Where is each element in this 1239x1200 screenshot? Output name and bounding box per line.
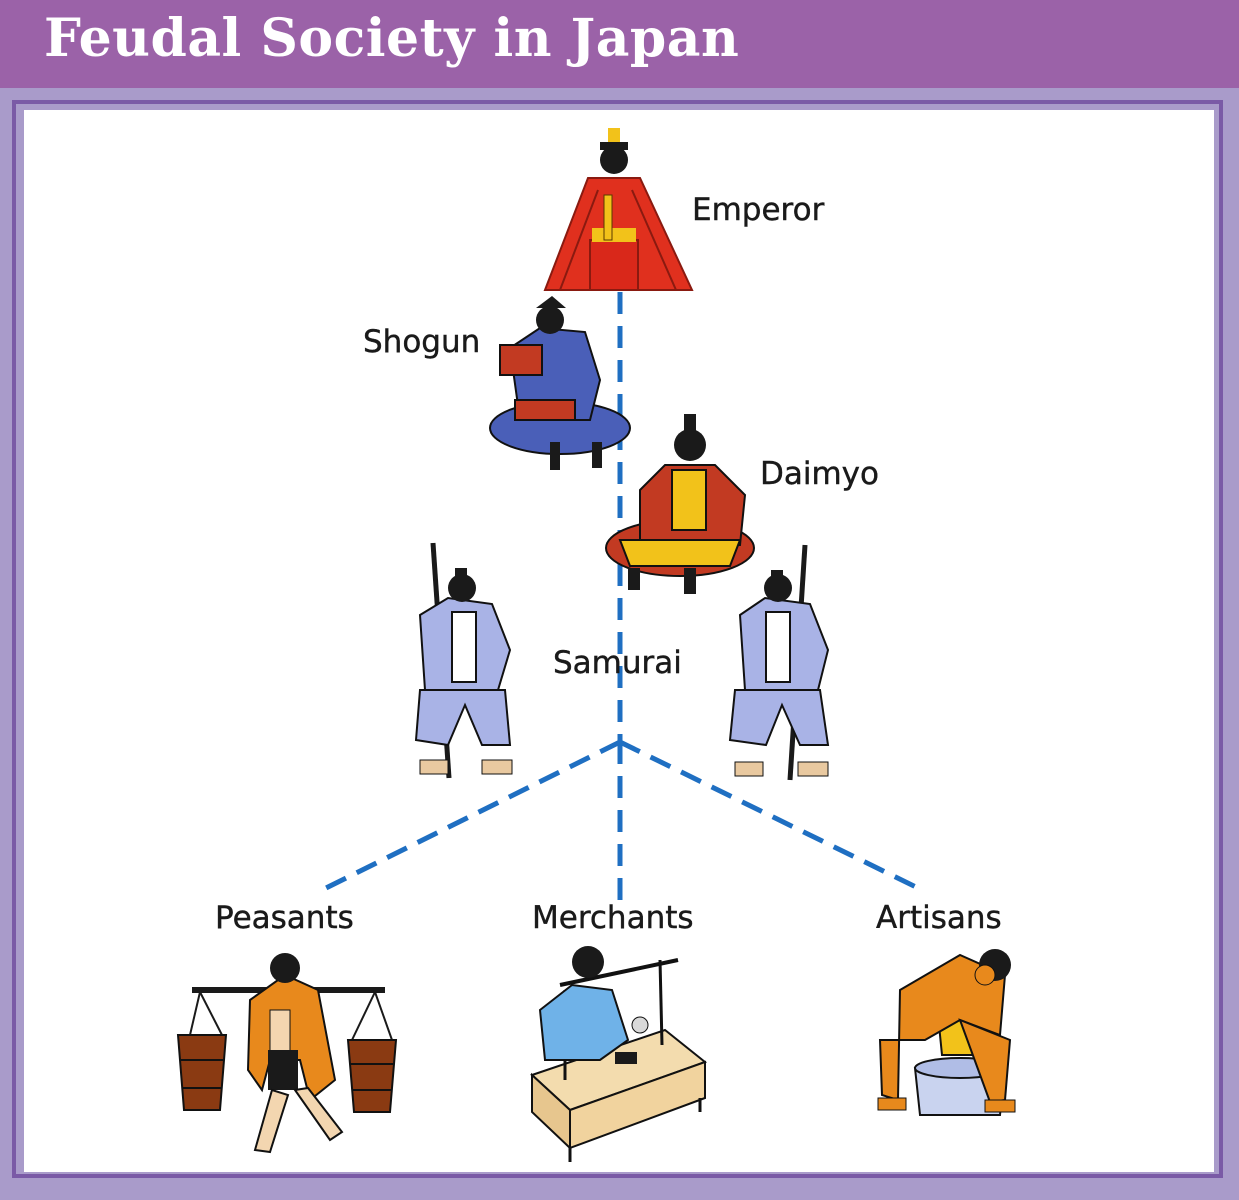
connector-samurai-peasants [316, 739, 622, 895]
shogun-label: Shogun [363, 324, 481, 360]
emperor-figure-icon [543, 128, 694, 291]
samurai-figure-icon [728, 544, 830, 781]
emperor-label: Emperor [692, 192, 825, 228]
connectors [316, 292, 920, 902]
connector-samurai-artisans [618, 739, 920, 891]
daimyo-figure-icon [605, 414, 755, 594]
samurai-label: Samurai [553, 645, 682, 681]
merchants-label: Merchants [532, 900, 694, 936]
artisans-label: Artisans [876, 900, 1002, 936]
title-bar: Feudal Society in Japan [0, 0, 1239, 88]
peasant-figure-icon [176, 953, 398, 1154]
artisan-figure-icon [877, 949, 1016, 1116]
shogun-figure-icon [489, 296, 631, 470]
daimyo-label: Daimyo [760, 456, 879, 492]
samurai-figure-icon [414, 542, 513, 779]
merchant-figure-icon [530, 946, 708, 1162]
peasants-label: Peasants [215, 900, 354, 936]
page-title: Feudal Society in Japan [44, 8, 740, 69]
